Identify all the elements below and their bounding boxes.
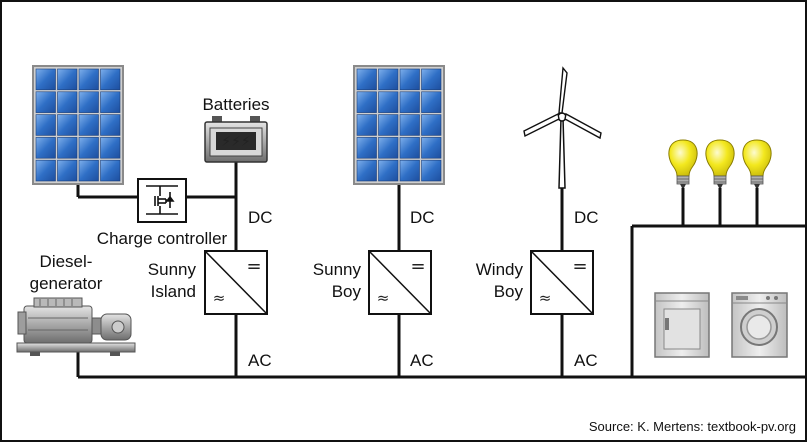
dc-label: DC <box>248 208 273 227</box>
light-bulb-icon <box>668 139 698 188</box>
dc-symbol: = <box>410 256 425 277</box>
ac-label: AC <box>410 351 434 370</box>
windy-boy-inverter-icon: =≈ <box>530 250 594 315</box>
solar-cell <box>399 159 420 182</box>
solar-cell <box>57 114 78 136</box>
solar-cell <box>35 137 56 159</box>
solar-cell <box>421 91 442 113</box>
solar-cell <box>356 137 377 159</box>
solar-cell <box>78 159 99 182</box>
charge-controller-icon <box>137 178 187 223</box>
solar-cell <box>57 68 78 91</box>
solar-cell <box>35 68 56 91</box>
solar-cell <box>100 91 121 113</box>
sunny-island-inverter-icon: =≈ <box>204 250 268 315</box>
solar-cell <box>78 114 99 136</box>
solar-panel-icon <box>32 65 124 185</box>
solar-cell <box>100 159 121 182</box>
ac-symbol: ≈ <box>213 289 226 307</box>
ac-symbol: ≈ <box>377 289 390 307</box>
sunny-boy-label-line-2: Boy <box>332 282 362 301</box>
dc-label: DC <box>574 208 599 227</box>
solar-cell <box>356 91 377 113</box>
dc-symbol: = <box>572 256 587 277</box>
wiring <box>76 162 806 379</box>
solar-cell <box>378 114 399 136</box>
solar-cell <box>421 114 442 136</box>
solar-cell <box>100 114 121 136</box>
solar-cell <box>356 159 377 182</box>
solar-cell <box>35 91 56 113</box>
wind-turbine-icon <box>523 66 602 189</box>
source-credit: Source: K. Mertens: textbook-pv.org <box>589 419 796 434</box>
solar-cell <box>356 114 377 136</box>
sunny-island-label-line-1: Sunny <box>148 260 197 279</box>
solar-cell <box>57 91 78 113</box>
solar-cell <box>399 137 420 159</box>
solar-cell <box>57 137 78 159</box>
solar-cell <box>78 137 99 159</box>
batteries-label: Batteries <box>202 95 269 114</box>
solar-cell <box>421 159 442 182</box>
solar-cell <box>399 68 420 91</box>
solar-cell <box>35 159 56 182</box>
solar-cell <box>57 159 78 182</box>
ac-label: AC <box>248 351 272 370</box>
solar-cell <box>378 68 399 91</box>
diesel-generator-label-line-1: Diesel- <box>40 252 93 271</box>
solar-cell <box>378 159 399 182</box>
solar-cell <box>100 68 121 91</box>
sunny-island-label-line-2: Island <box>151 282 196 301</box>
charge-controller-label: Charge controller <box>97 229 228 248</box>
solar-panel-icon <box>353 65 445 185</box>
ac-symbol: ≈ <box>539 289 552 307</box>
solar-cell <box>421 137 442 159</box>
dryer-icon <box>654 292 710 358</box>
diesel-generator-icon <box>16 297 136 356</box>
solar-cell <box>378 137 399 159</box>
windy-boy-label-line-2: Boy <box>494 282 524 301</box>
sunny-boy-inverter-icon: =≈ <box>368 250 432 315</box>
battery-icon: ⚡⚡⚡ <box>204 116 268 163</box>
diesel-generator-label-line-2: generator <box>30 274 103 293</box>
dc-symbol: = <box>246 256 261 277</box>
solar-cell <box>399 91 420 113</box>
dc-label: DC <box>410 208 435 227</box>
solar-cell <box>78 91 99 113</box>
solar-cell <box>378 91 399 113</box>
solar-cell <box>35 114 56 136</box>
washing-machine-icon <box>731 292 788 358</box>
windy-boy-label-line-1: Windy <box>476 260 524 279</box>
light-bulb-icon <box>705 139 735 188</box>
solar-cell <box>356 68 377 91</box>
solar-cell <box>78 68 99 91</box>
solar-cell <box>399 114 420 136</box>
svg-text:⚡⚡⚡: ⚡⚡⚡ <box>221 134 251 150</box>
solar-cell <box>421 68 442 91</box>
solar-cell <box>100 137 121 159</box>
ac-label: AC <box>574 351 598 370</box>
light-bulb-icon <box>742 139 772 188</box>
sunny-boy-label-line-1: Sunny <box>313 260 362 279</box>
